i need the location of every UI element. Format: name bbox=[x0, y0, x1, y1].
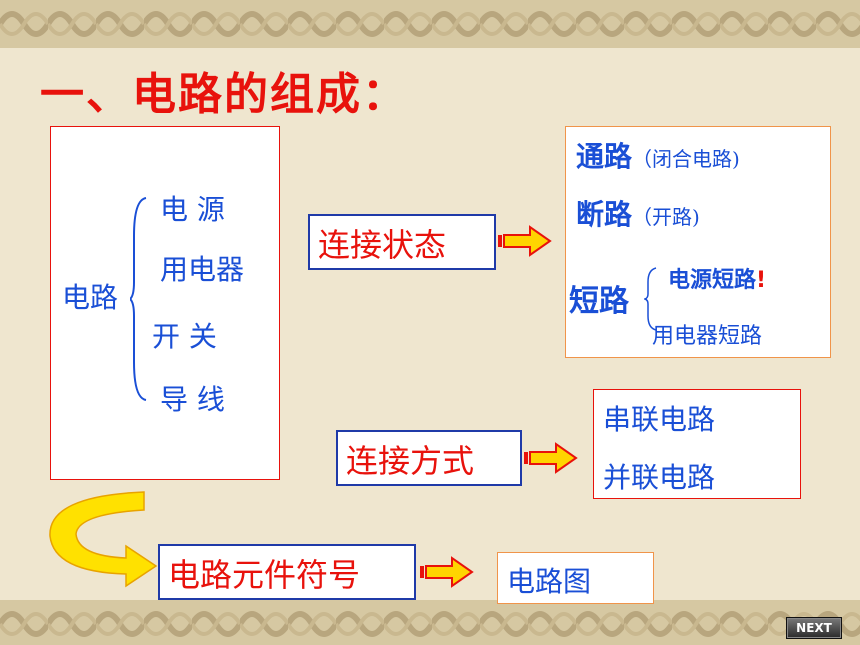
connection-mode-label: 连接方式 bbox=[346, 442, 475, 480]
circuit-label: 电路 bbox=[62, 281, 119, 314]
connection-state-box bbox=[308, 214, 496, 270]
diagram-box bbox=[497, 552, 654, 604]
mode-list-box bbox=[593, 389, 801, 499]
mode-parallel: 并联电路 bbox=[603, 461, 716, 494]
short-brace bbox=[644, 267, 657, 331]
state-short-name: 短路 bbox=[569, 284, 629, 319]
state-path-note: （闭合电路) bbox=[632, 147, 740, 171]
state-list-box bbox=[565, 126, 831, 358]
slide-title: 一、电路的组成： bbox=[40, 69, 408, 120]
composition-box bbox=[50, 126, 280, 480]
power-short-row: 电源短路! bbox=[668, 262, 766, 294]
component-wire: 导 线 bbox=[160, 383, 225, 416]
next-button[interactable]: NEXT bbox=[786, 617, 842, 639]
top-decorative-border bbox=[0, 0, 860, 48]
curved-arrow bbox=[49, 491, 158, 588]
bottom-decorative-border bbox=[0, 600, 860, 645]
symbols-label: 电路元件符号 bbox=[168, 556, 361, 594]
arrow-state bbox=[498, 225, 552, 257]
left-brace bbox=[130, 197, 147, 401]
state-broken-note: （开路) bbox=[632, 205, 700, 229]
knot-pattern-top bbox=[0, 0, 860, 48]
component-switch: 开 关 bbox=[152, 320, 217, 353]
appliance-short-label: 用电器短路 bbox=[652, 324, 763, 349]
arrow-mode bbox=[524, 442, 578, 474]
arrow-symbols bbox=[420, 556, 474, 588]
state-broken-name: 断路 bbox=[576, 198, 633, 231]
component-appliance: 用电器 bbox=[160, 253, 245, 286]
power-short-label: 电源短路 bbox=[668, 268, 757, 293]
knot-pattern-bottom bbox=[0, 600, 860, 645]
power-short-mark: ! bbox=[756, 268, 767, 293]
component-power: 电 源 bbox=[160, 193, 225, 226]
mode-series: 串联电路 bbox=[603, 403, 716, 436]
state-path-name: 通路 bbox=[576, 140, 633, 173]
connection-state-label: 连接状态 bbox=[318, 226, 447, 264]
diagram-label: 电路图 bbox=[507, 565, 592, 598]
state-open-row: 通路（闭合电路) bbox=[576, 135, 740, 175]
connection-mode-box bbox=[336, 430, 522, 486]
state-broken-row: 断路（开路) bbox=[576, 193, 700, 233]
symbols-box bbox=[158, 544, 416, 600]
